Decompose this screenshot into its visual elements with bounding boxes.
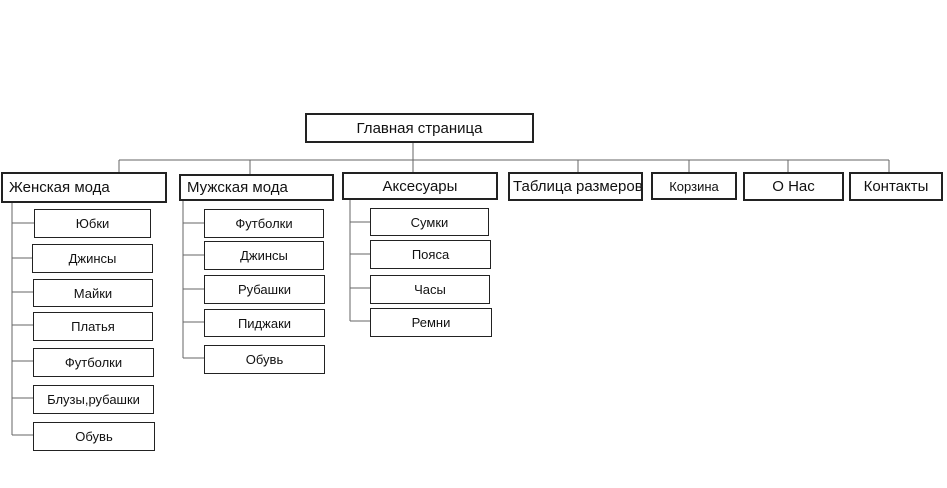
root-node[interactable]: Главная страница: [305, 113, 534, 143]
section-accessories[interactable]: Аксесуары: [342, 172, 498, 200]
men-item-jackets[interactable]: Пиджаки: [204, 309, 325, 337]
section-men[interactable]: Мужская мода: [179, 174, 334, 201]
women-item-blouses[interactable]: Блузы,рубашки: [33, 385, 154, 414]
men-item-tshirts[interactable]: Футболки: [204, 209, 324, 238]
section-size-chart[interactable]: Таблица размеров: [508, 172, 643, 201]
section-contacts[interactable]: Контакты: [849, 172, 943, 201]
section-cart[interactable]: Корзина: [651, 172, 737, 200]
acc-item-belts[interactable]: Пояса: [370, 240, 491, 269]
section-women[interactable]: Женская мода: [1, 172, 167, 203]
men-item-jeans[interactable]: Джинсы: [204, 241, 324, 270]
men-item-shoes[interactable]: Обувь: [204, 345, 325, 374]
section-about[interactable]: О Нас: [743, 172, 844, 201]
women-item-jeans[interactable]: Джинсы: [32, 244, 153, 273]
women-item-shoes[interactable]: Обувь: [33, 422, 155, 451]
acc-item-straps[interactable]: Ремни: [370, 308, 492, 337]
women-item-skirts[interactable]: Юбки: [34, 209, 151, 238]
women-item-tops[interactable]: Майки: [33, 279, 153, 307]
women-item-tshirts[interactable]: Футболки: [33, 348, 154, 377]
acc-item-bags[interactable]: Сумки: [370, 208, 489, 236]
acc-item-watches[interactable]: Часы: [370, 275, 490, 304]
women-item-dresses[interactable]: Платья: [33, 312, 153, 341]
men-item-shirts[interactable]: Рубашки: [204, 275, 325, 304]
